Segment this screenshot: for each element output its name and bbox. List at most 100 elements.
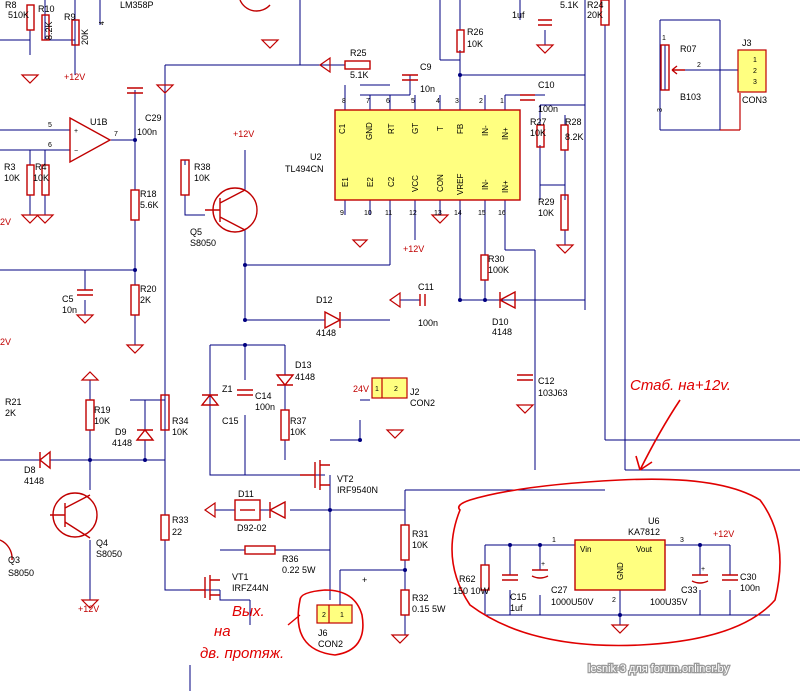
label-2v-b: 2V xyxy=(0,337,11,347)
capacitors xyxy=(77,19,738,584)
label-j6: J6 xyxy=(318,628,328,638)
resistor-r30 xyxy=(480,254,489,281)
u6-pin-labels: Vin Vout GND 1 2 3 xyxy=(552,537,684,604)
label-r28-val: 8.2K xyxy=(565,132,584,142)
c33-plus: + xyxy=(701,566,705,573)
u6-pin-gnd: GND xyxy=(616,562,625,580)
hand-annotations xyxy=(287,399,781,656)
label-u2: U2 xyxy=(310,152,322,162)
label-r26: R26 xyxy=(467,27,484,37)
label-r19-val: 10K xyxy=(94,416,110,426)
label-d8-val: 4148 xyxy=(24,476,44,486)
handwritten-text: Стаб. на+12v. Вых. на дв. протяж. xyxy=(200,377,731,662)
resistor-r19 xyxy=(85,399,95,431)
opamp-u1b xyxy=(69,116,112,164)
label-d11-val: D92-02 xyxy=(237,523,267,533)
u2-pin-vcc: VCC xyxy=(411,175,420,192)
u2-pin-in-minus: IN- xyxy=(481,125,490,136)
u2-pin-labels: C1 GND RT GT T FB IN- IN+ E1 E2 C2 VCC C… xyxy=(338,98,510,217)
connector-j3 xyxy=(737,49,767,93)
capacitor-c11 xyxy=(419,294,426,306)
u2-pin-c1: C1 xyxy=(338,123,347,134)
u6-pin-num-2: 2 xyxy=(612,597,616,604)
misc-pin-labels: 5 6 7 1 2 3 1 2 3 1 2 2 1 + + + xyxy=(48,35,757,619)
resistor-r28 xyxy=(560,124,569,151)
label-c29-val: 100n xyxy=(137,127,157,137)
label-c5: C5 xyxy=(62,294,74,304)
label-r30: R30 xyxy=(488,254,505,264)
u6-pin-num-3: 3 xyxy=(680,537,684,544)
resistor-r20 xyxy=(130,284,140,316)
u2-pin-num-10: 10 xyxy=(364,210,372,217)
label-q5: Q5 xyxy=(190,227,202,237)
label-c29: C29 xyxy=(145,113,162,123)
resistor-r31 xyxy=(400,524,410,561)
label-r28: R28 xyxy=(565,117,582,127)
label-z1: Z1 xyxy=(222,384,233,394)
j3-pin-2: 2 xyxy=(753,68,757,75)
u2-pin-num-15: 15 xyxy=(478,210,486,217)
u6-pin-vin: Vin xyxy=(580,545,591,554)
label-u6-val: KA7812 xyxy=(628,527,660,537)
j2-pin-2: 2 xyxy=(394,386,398,393)
label-r18-val: 5.6K xyxy=(140,200,159,210)
u2-pin-fb: FB xyxy=(456,124,465,134)
resistors xyxy=(26,0,685,616)
label-u2-val: TL494CN xyxy=(285,164,324,174)
junctions xyxy=(88,73,702,617)
label-c-1uf: 1uf xyxy=(512,10,525,20)
label-c11-val: 100n xyxy=(418,318,438,328)
label-r3-val: 10K xyxy=(4,173,20,183)
label-r33-val: 22 xyxy=(172,527,182,537)
resistor-r32 xyxy=(400,589,410,616)
label-r62-val: 150 10W xyxy=(453,586,490,596)
label-r20-val: 2K xyxy=(140,295,151,305)
u2-pin-num-8: 8 xyxy=(342,98,346,105)
u2-pin-num-14: 14 xyxy=(454,210,462,217)
r07-pin-2: 2 xyxy=(697,62,701,69)
label-vt2-val: IRF9540N xyxy=(337,485,378,495)
label-r31-val: 10K xyxy=(412,540,428,550)
label-r24-val: 20K xyxy=(587,10,603,20)
label-c14: C14 xyxy=(255,391,272,401)
label-r26-val: 10K xyxy=(467,39,483,49)
label-d10: D10 xyxy=(492,317,509,327)
label-c11: C11 xyxy=(418,282,434,292)
label-r29: R29 xyxy=(538,197,555,207)
label-r29-val: 10K xyxy=(538,208,554,218)
u2-pin-rt: RT xyxy=(387,123,396,134)
j6-pin-1: 1 xyxy=(340,612,344,619)
label-r37: R37 xyxy=(290,416,307,426)
label-c9: C9 xyxy=(420,62,432,72)
label-r8-val: 510K xyxy=(8,10,29,20)
diode-d11-body xyxy=(234,499,261,521)
label-c10: C10 xyxy=(538,80,555,90)
label-vt1: VT1 xyxy=(232,572,249,582)
resistor-r37 xyxy=(280,409,290,441)
label-r4: R4 xyxy=(35,162,47,172)
annotation-stab: Стаб. на+12v. xyxy=(630,377,731,394)
label-r30-val: 100K xyxy=(488,265,509,275)
u2-pin-con: CON xyxy=(436,174,445,192)
label-c33-val: 100U35V xyxy=(650,597,688,607)
label-r21-val: 2K xyxy=(5,408,16,418)
diode-d11 xyxy=(268,500,286,520)
resistor-r26 xyxy=(456,29,465,53)
label-r36: R36 xyxy=(282,554,299,564)
capacitor-c10 xyxy=(520,94,535,101)
label-d11: D11 xyxy=(238,489,254,499)
resistor-r3 xyxy=(26,164,35,196)
label-r10-val: 8.2K xyxy=(44,21,54,40)
resistor-r29 xyxy=(560,194,569,231)
circled-regulator xyxy=(451,478,781,647)
label-c5-val: 10n xyxy=(62,305,77,315)
j3-pin-1: 1 xyxy=(753,57,757,64)
label-p12v-q5: +12V xyxy=(233,129,254,139)
u2-pin-in-plus: IN+ xyxy=(501,127,510,140)
resistor-r8 xyxy=(26,4,35,31)
label-vt1-val: IRFZ44N xyxy=(232,583,269,593)
opamps: + − xyxy=(69,0,271,164)
label-r34-val: 10K xyxy=(172,427,188,437)
svg-text:−: − xyxy=(74,148,78,155)
label-r34: R34 xyxy=(172,416,189,426)
